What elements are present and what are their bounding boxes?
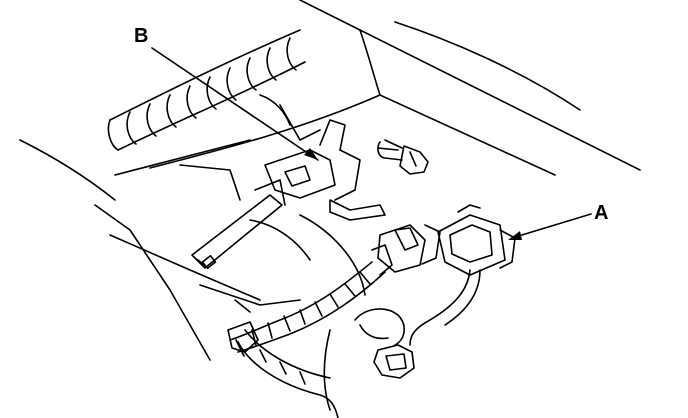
- callout-label-b: B: [134, 25, 149, 47]
- corrugated-harness-top: [107, 29, 321, 151]
- bolt: [377, 139, 429, 175]
- leader-line-a: [511, 213, 592, 239]
- callout-label-a: A: [594, 202, 609, 224]
- arrowhead-b: [304, 148, 318, 160]
- harness-lower: [229, 261, 386, 418]
- connector-a: [437, 204, 516, 276]
- leader-lines: [151, 47, 592, 239]
- leader-line-b: [151, 47, 319, 161]
- connector-a-wire: [409, 269, 481, 346]
- bracket-b: [264, 119, 386, 221]
- arrowhead-a: [508, 231, 522, 240]
- long-bracket: [191, 179, 286, 270]
- lower-bracket-nut: [323, 308, 415, 411]
- body-panel-lines: [19, 0, 641, 361]
- harness-clip: [227, 321, 259, 357]
- connector-middle: [371, 224, 441, 276]
